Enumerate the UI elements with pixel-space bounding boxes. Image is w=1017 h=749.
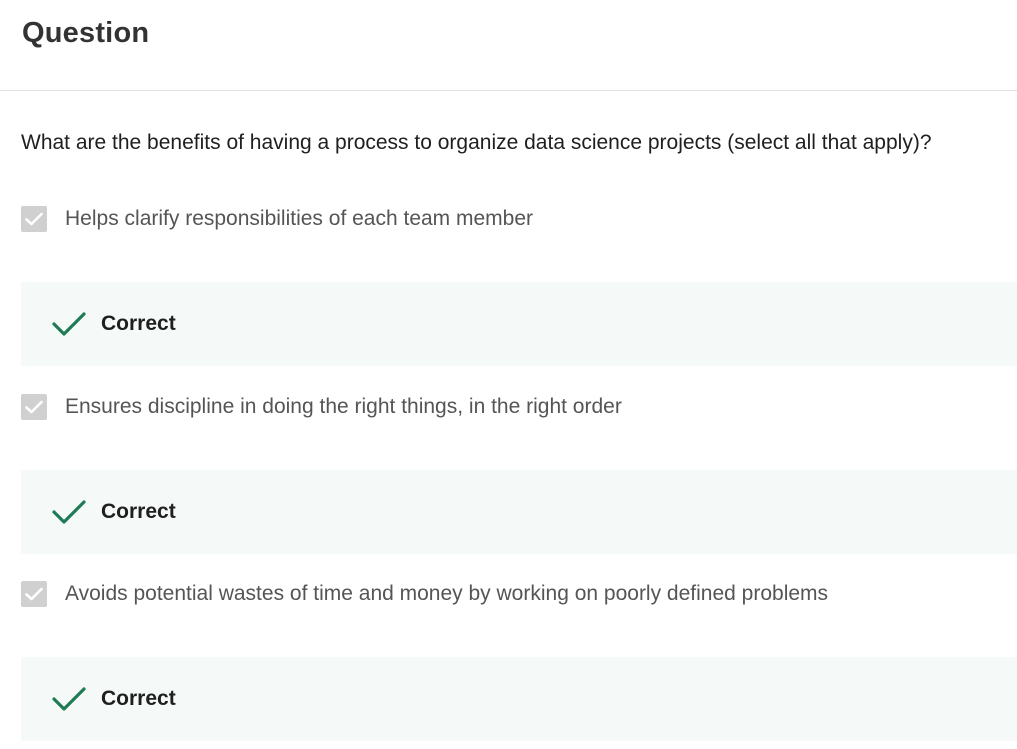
checkbox-checked-icon[interactable] [21, 206, 47, 232]
answer-option-3[interactable]: Avoids potential wastes of time and mone… [21, 579, 828, 609]
checkbox-checked-icon[interactable] [21, 581, 47, 607]
answer-feedback-1: Correct [21, 282, 1017, 366]
question-text: What are the benefits of having a proces… [21, 131, 932, 154]
answer-option-2[interactable]: Ensures discipline in doing the right th… [21, 392, 622, 422]
feedback-label: Correct [101, 500, 176, 523]
checkbox-checked-icon[interactable] [21, 394, 47, 420]
checkmark-icon [52, 685, 86, 713]
answer-option-1[interactable]: Helps clarify responsibilities of each t… [21, 204, 533, 234]
feedback-label: Correct [101, 312, 176, 335]
answer-option-label: Helps clarify responsibilities of each t… [65, 207, 534, 230]
page-title: Question [22, 17, 150, 49]
question-header: Question [0, 0, 1017, 91]
answer-option-label: Ensures discipline in doing the right th… [65, 395, 622, 418]
feedback-label: Correct [101, 687, 176, 710]
answer-option-label: Avoids potential wastes of time and mone… [65, 582, 829, 605]
answer-feedback-3: Correct [21, 657, 1017, 741]
checkmark-icon [52, 498, 86, 526]
answer-feedback-2: Correct [21, 470, 1017, 554]
checkmark-icon [52, 310, 86, 338]
